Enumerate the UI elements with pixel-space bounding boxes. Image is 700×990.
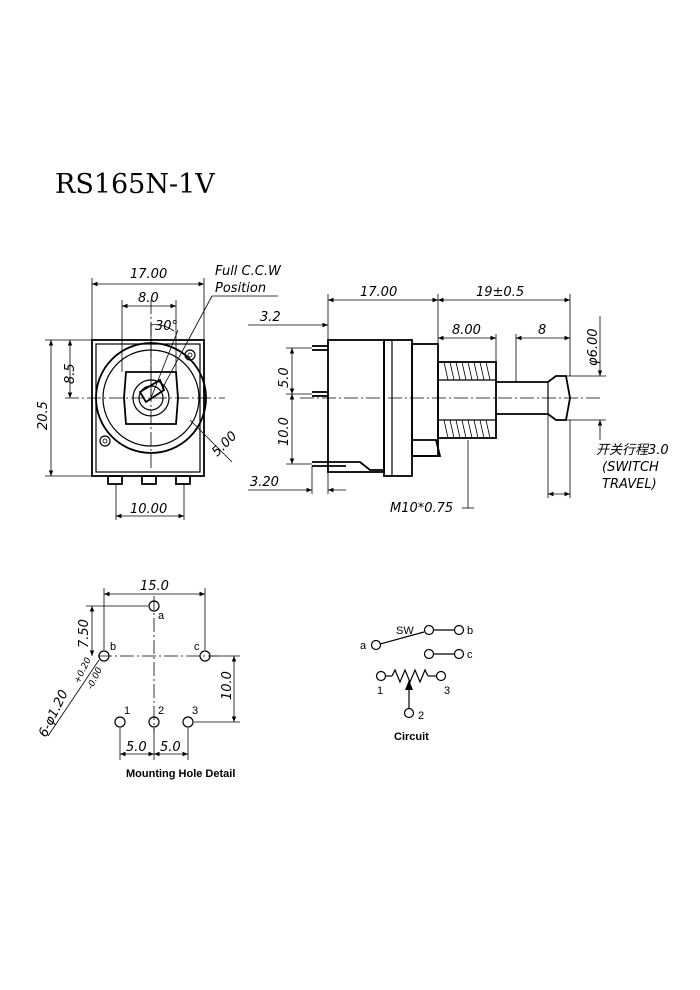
dim-mount-top: 7.50 bbox=[77, 619, 92, 648]
hole-c bbox=[199, 650, 211, 662]
mount-label-1: 1 bbox=[124, 705, 130, 717]
circuit-label-c: c bbox=[467, 649, 473, 661]
pot-terminal-2 bbox=[403, 707, 415, 719]
mount-label-2: 2 bbox=[158, 705, 164, 717]
front-shaft-flat bbox=[138, 378, 166, 404]
mount-label-a: a bbox=[158, 610, 165, 622]
dim-mount-width: 15.0 bbox=[140, 579, 169, 594]
circuit-label-b: b bbox=[467, 625, 473, 637]
circuit-label-3: 3 bbox=[444, 685, 450, 697]
note-full-ccw: Full C.C.W bbox=[215, 264, 282, 279]
dim-side-pitch1: 5.0 bbox=[277, 367, 292, 388]
dim-mount-vert: 10.0 bbox=[220, 671, 235, 700]
mounting-hole-detail: a b c 1 2 3 15.0 7.50 10.0 5.0 5.0 6-φ1.… bbox=[36, 579, 240, 780]
circuit-caption: Circuit bbox=[394, 731, 429, 743]
circuit-label-sw: SW bbox=[396, 625, 414, 637]
terminal-switch-lower bbox=[423, 648, 435, 660]
terminal-sw bbox=[423, 624, 435, 636]
dim-front-width: 17.00 bbox=[130, 267, 167, 282]
pot-terminal-3 bbox=[435, 670, 447, 682]
front-hole-top bbox=[184, 349, 196, 361]
dim-front-height: 20.5 bbox=[36, 401, 51, 430]
pot-terminal-1 bbox=[375, 670, 387, 682]
dim-side-pitch2: 10.0 bbox=[277, 417, 292, 446]
terminal-b bbox=[453, 624, 465, 636]
switch-travel-en2: TRAVEL) bbox=[602, 477, 657, 492]
circuit-diagram: a SW b c 1 3 2 Circuit bbox=[360, 624, 473, 743]
dim-side-pin-bottom: 3.20 bbox=[250, 475, 279, 490]
hole-1 bbox=[114, 716, 126, 728]
dim-side-thread: 8.00 bbox=[452, 323, 481, 338]
circuit-label-2: 2 bbox=[418, 710, 424, 722]
dim-side-pin-top: 3.2 bbox=[260, 310, 281, 325]
dim-mount-pitch-right: 5.0 bbox=[160, 740, 181, 755]
dim-mount-hole: 6-φ1.20 bbox=[36, 688, 72, 740]
dim-front-bottom: 10.00 bbox=[130, 502, 167, 517]
switch-blade bbox=[379, 631, 425, 645]
thread-label: M10*0.75 bbox=[390, 501, 453, 516]
hole-3 bbox=[182, 716, 194, 728]
front-housing bbox=[91, 339, 205, 477]
drawing-title: RS165N-1V bbox=[55, 169, 215, 200]
hole-a bbox=[148, 600, 160, 612]
dim-side-diameter: φ6.00 bbox=[586, 328, 601, 366]
side-body bbox=[327, 339, 385, 473]
dim-side-shaft: 19±0.5 bbox=[476, 285, 524, 300]
mount-caption: Mounting Hole Detail bbox=[126, 768, 235, 780]
dim-side-body: 17.00 bbox=[360, 285, 397, 300]
hole-b bbox=[98, 650, 110, 662]
note-position: Position bbox=[215, 281, 266, 296]
resistor-symbol bbox=[391, 668, 429, 684]
terminal-a bbox=[370, 639, 382, 651]
mount-label-3: 3 bbox=[192, 705, 198, 717]
dim-front-upper: 8.5 bbox=[63, 363, 78, 384]
switch-travel-en1: (SWITCH bbox=[602, 460, 659, 475]
circuit-label-a: a bbox=[360, 640, 367, 652]
circuit-label-1: 1 bbox=[377, 685, 383, 697]
dim-front-inner: 8.0 bbox=[138, 291, 159, 306]
side-bushing bbox=[437, 361, 497, 439]
side-view: 17.00 19±0.5 3.2 8.00 8 φ6.00 5.0 10.0 bbox=[248, 285, 669, 516]
front-hole-bottom bbox=[99, 435, 111, 447]
dim-mount-pitch-left: 5.0 bbox=[126, 740, 147, 755]
mount-label-b: b bbox=[110, 641, 116, 653]
mount-label-c: c bbox=[194, 641, 200, 653]
front-view: 17.00 8.0 30° Full C.C.W Position 20.5 8… bbox=[36, 264, 282, 520]
terminal-c bbox=[453, 648, 465, 660]
switch-travel-cn: 开关行程3.0 bbox=[596, 443, 669, 458]
dim-side-flat: 8 bbox=[538, 323, 546, 338]
hole-2 bbox=[148, 716, 160, 728]
